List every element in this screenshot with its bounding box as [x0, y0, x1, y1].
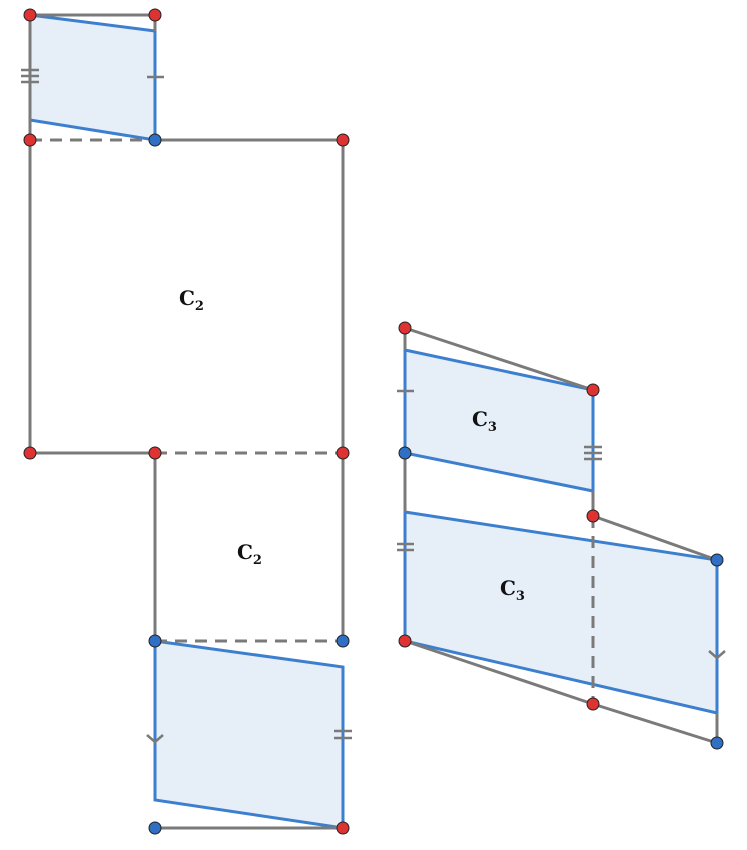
vertex-red [336, 133, 350, 147]
label-right-c3-top: C3 [472, 407, 497, 435]
vertex-red [148, 8, 162, 22]
vertex-red [586, 697, 600, 711]
vertex-red [23, 133, 37, 147]
left-bottom-face [155, 641, 343, 828]
left-net: C2 C2 [21, 8, 352, 835]
vertex-blue [710, 736, 724, 750]
vertex-red [586, 383, 600, 397]
vertex-red [398, 634, 412, 648]
vertex-red [148, 446, 162, 460]
left-net-vertices [23, 8, 350, 835]
left-top-face-outline [29, 13, 157, 142]
right-bottom-face [405, 512, 717, 713]
left-net-edges [28, 13, 345, 830]
vertex-red [23, 8, 37, 22]
vertex-red [398, 321, 412, 335]
right-net-vertices [398, 321, 724, 750]
vertex-blue [148, 133, 162, 147]
vertex-blue [148, 821, 162, 835]
left-top-face [30, 15, 155, 140]
vertex-red [336, 821, 350, 835]
left-net-tick-marks [21, 68, 352, 744]
right-net-tick-marks [397, 389, 726, 660]
label-left-c2-top: C2 [179, 286, 204, 314]
vertex-red [336, 446, 350, 460]
right-top-face [405, 350, 593, 491]
right-net-edges [403, 326, 719, 745]
label-left-c2-bottom: C2 [237, 540, 262, 568]
vertex-blue [336, 634, 350, 648]
left-net-fold-lines [30, 138, 343, 643]
vertex-blue [398, 446, 412, 460]
vertex-blue [710, 553, 724, 567]
vertex-red [23, 446, 37, 460]
right-net: C3 C3 [397, 321, 726, 750]
vertex-red [586, 509, 600, 523]
vertex-blue [148, 634, 162, 648]
label-right-c3-bottom: C3 [500, 576, 525, 604]
